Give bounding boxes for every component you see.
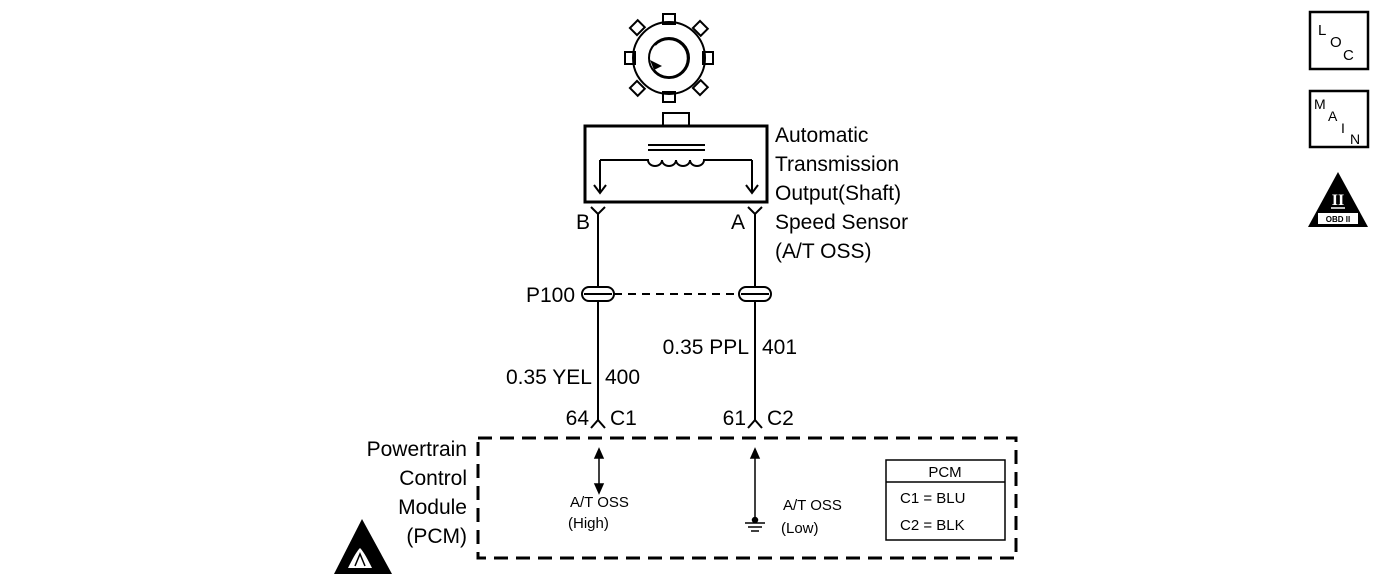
svg-text:OBD II: OBD II bbox=[1326, 215, 1350, 224]
svg-text:Speed Sensor: Speed Sensor bbox=[775, 211, 908, 234]
svg-text:C: C bbox=[1343, 47, 1354, 64]
pcm-boundary bbox=[476, 436, 1018, 560]
reluctor-wheel-icon bbox=[624, 13, 714, 103]
high-signal-arrow-icon bbox=[593, 447, 605, 495]
pcm-name: Powertrain Control Module (PCM) bbox=[367, 438, 467, 548]
right-connector-id: C2 bbox=[767, 407, 794, 430]
circuit-wires bbox=[597, 214, 756, 420]
svg-text:O: O bbox=[1330, 34, 1342, 51]
legend-title: PCM bbox=[928, 464, 961, 481]
right-pin-number: 61 bbox=[723, 407, 746, 430]
ground-icon bbox=[745, 447, 765, 532]
pin-b-label: B bbox=[576, 211, 590, 234]
svg-text:N: N bbox=[1350, 131, 1360, 147]
low-signal-label: A/T OSS bbox=[783, 497, 842, 514]
svg-text:II: II bbox=[1332, 192, 1344, 209]
sensor-name: Automatic Transmission Output(Shaft) Spe… bbox=[775, 124, 908, 263]
pcm-connector-icon bbox=[590, 418, 763, 429]
left-circuit-number: 400 bbox=[605, 366, 640, 389]
left-pin-number: 64 bbox=[566, 407, 590, 430]
svg-text:(A/T OSS): (A/T OSS) bbox=[775, 240, 871, 263]
speed-sensor-icon bbox=[583, 112, 769, 204]
pin-a-label: A bbox=[731, 211, 745, 234]
left-wire-color: 0.35 YEL bbox=[506, 366, 592, 389]
high-signal-sublabel: (High) bbox=[568, 515, 609, 532]
svg-text:Automatic: Automatic bbox=[775, 124, 868, 147]
low-signal-sublabel: (Low) bbox=[781, 520, 819, 537]
esd-caution-icon bbox=[334, 519, 392, 574]
svg-text:Transmission: Transmission bbox=[775, 153, 899, 176]
high-signal-label: A/T OSS bbox=[570, 494, 629, 511]
svg-text:Powertrain: Powertrain bbox=[367, 438, 467, 461]
svg-text:Module: Module bbox=[398, 496, 467, 519]
svg-text:A: A bbox=[1328, 108, 1338, 124]
splice-label: P100 bbox=[526, 284, 575, 307]
svg-text:Control: Control bbox=[399, 467, 467, 490]
left-connector-id: C1 bbox=[610, 407, 637, 430]
right-circuit-number: 401 bbox=[762, 336, 797, 359]
svg-text:(PCM): (PCM) bbox=[406, 525, 467, 548]
connector-legend: PCM C1 = BLU C2 = BLK bbox=[885, 459, 1006, 541]
svg-text:I: I bbox=[1341, 120, 1345, 136]
right-wire-color: 0.35 PPL bbox=[663, 336, 749, 359]
svg-text:M: M bbox=[1314, 96, 1326, 112]
legend-row: C1 = BLU bbox=[900, 490, 965, 507]
location-icon[interactable]: L O C bbox=[1308, 10, 1370, 71]
svg-text:L: L bbox=[1318, 22, 1326, 39]
main-icon[interactable]: M A I N bbox=[1308, 89, 1370, 149]
legend-row: C2 = BLK bbox=[900, 517, 965, 534]
svg-text:Output(Shaft): Output(Shaft) bbox=[775, 182, 901, 205]
obd-ii-icon[interactable]: II OBD II bbox=[1308, 172, 1368, 227]
splice-p100-icon bbox=[581, 286, 772, 302]
